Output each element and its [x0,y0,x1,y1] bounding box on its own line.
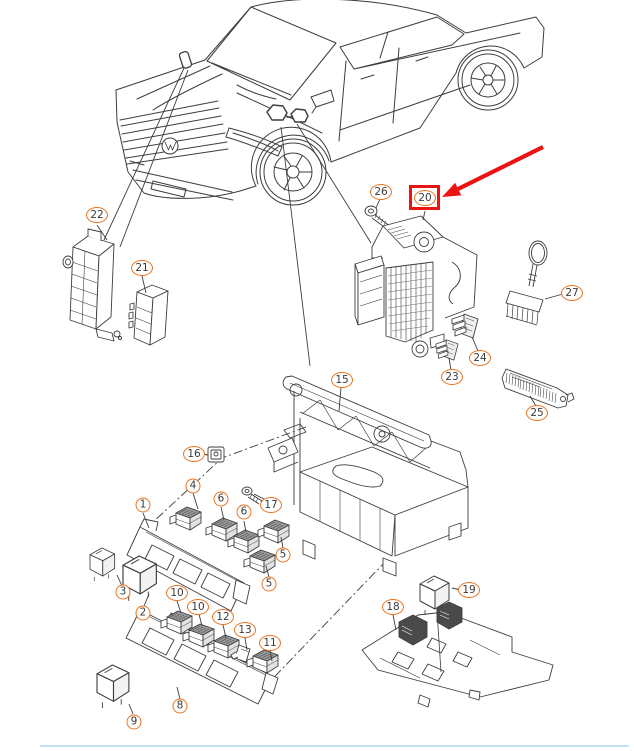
highlight-box-part-20 [409,185,440,210]
part-18-drawing [361,601,554,708]
part-19-alignment-line [436,610,442,673]
callout-10a[interactable]: 10 [166,585,188,601]
bumper-lines [129,160,234,201]
callout-6b[interactable]: 6 [236,504,252,520]
part-15-drawing [267,375,469,577]
callout-18[interactable]: 18 [382,599,404,615]
callout-9[interactable]: 9 [126,714,142,730]
callout-26[interactable]: 26 [370,184,392,200]
rear-wheel [457,49,519,111]
callout-3[interactable]: 3 [115,584,131,600]
part-27-drawing [505,240,548,326]
callout-24[interactable]: 24 [469,350,491,366]
part-17-screw-drawing [241,486,264,505]
callout-2[interactable]: 2 [135,605,151,621]
side-glass [339,16,521,70]
callout-23[interactable]: 23 [441,369,463,385]
cowl-location-marker [178,50,193,69]
car-illustration [115,0,545,206]
callout-16[interactable]: 16 [183,446,205,462]
part-3-drawing [89,547,116,582]
callout-10b[interactable]: 10 [187,599,209,615]
callout-22[interactable]: 22 [86,207,108,223]
callout-15[interactable]: 15 [331,372,353,388]
callout-17[interactable]: 17 [260,497,282,513]
grille [119,100,229,165]
callout-25[interactable]: 25 [526,405,548,421]
callout-27[interactable]: 27 [561,285,583,301]
callout-11[interactable]: 11 [259,635,281,651]
door-seams [338,47,471,142]
part-21-drawing [128,284,169,346]
bottom-divider [40,745,629,747]
callout-13[interactable]: 13 [234,622,256,638]
part-13-drawing [230,644,251,663]
callout-stems [96,198,564,715]
callout-1[interactable]: 1 [135,497,151,513]
part-5a-drawing [257,519,290,544]
part-4-drawing [169,506,202,531]
callout-6a[interactable]: 6 [213,491,229,507]
part-5b-drawing [243,549,276,574]
callout-12[interactable]: 12 [212,609,234,625]
part-9-drawing [96,664,130,709]
callout-8[interactable]: 8 [172,698,188,714]
callout-21[interactable]: 21 [131,260,153,276]
mirror [310,89,335,114]
hood-lines [136,65,323,134]
part-24-drawing [451,313,479,339]
front-wheel [255,134,330,206]
part-16-drawing [207,446,225,463]
part-25-drawing [501,368,575,409]
part-22-drawing [62,228,122,342]
highlight-arrow-icon [442,145,544,197]
part-20-drawing [354,215,478,358]
callout-20[interactable]: 20 [414,190,436,206]
callout-5a[interactable]: 5 [275,547,291,563]
callout-5b[interactable]: 5 [261,576,277,592]
part-6a-drawing [205,517,238,542]
callout-4[interactable]: 4 [185,478,201,494]
part-23-drawing [435,339,459,361]
callout-19[interactable]: 19 [458,582,480,598]
leader-lines [103,67,372,367]
fender-location-markers [266,104,309,123]
windshield [206,6,337,101]
